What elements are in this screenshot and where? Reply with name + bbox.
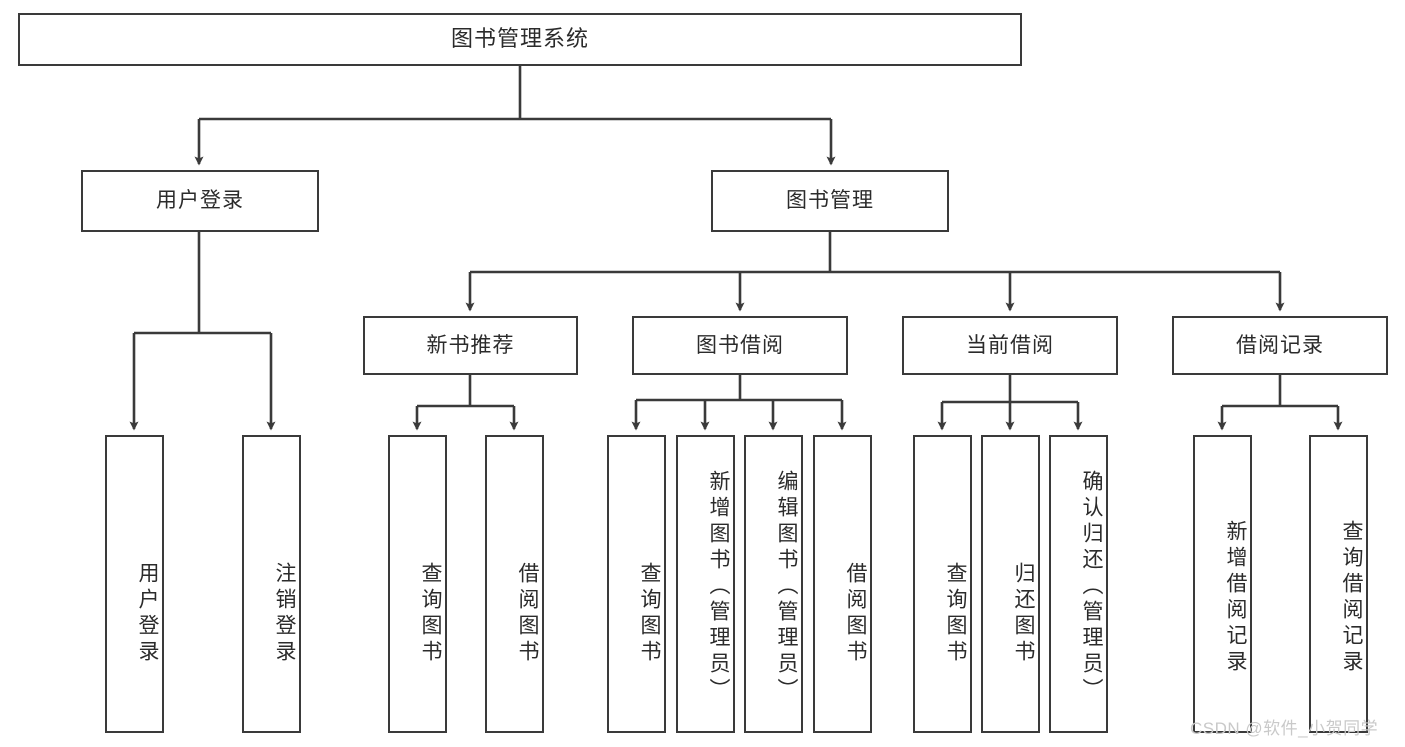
edges-bookmanage-to-level3 (465, 232, 1285, 312)
leaf-query-book-1[interactable]: 查询图书 (388, 435, 447, 733)
leaf-confirm-return[interactable]: 确认归还（管理员） (1049, 435, 1108, 733)
edges-borrowrecord-to-leaves (1217, 375, 1343, 431)
edges-currentborrow-to-leaves (937, 375, 1083, 431)
node-new-book-rec[interactable]: 新书推荐 (363, 316, 578, 375)
leaf-query-book-3[interactable]: 查询图书 (913, 435, 972, 733)
leaf-user-login[interactable]: 用户登录 (105, 435, 164, 733)
node-user-login[interactable]: 用户登录 (81, 170, 319, 232)
leaf-query-record[interactable]: 查询借阅记录 (1309, 435, 1368, 733)
leaf-borrow-book-1[interactable]: 借阅图书 (485, 435, 544, 733)
leaf-add-book[interactable]: 新增图书（管理员） (676, 435, 735, 733)
edges-root-to-level2 (194, 66, 836, 166)
node-root[interactable]: 图书管理系统 (18, 13, 1022, 66)
node-borrow-record[interactable]: 借阅记录 (1172, 316, 1388, 375)
node-book-manage[interactable]: 图书管理 (711, 170, 949, 232)
leaf-return-book[interactable]: 归还图书 (981, 435, 1040, 733)
edges-userlogin-to-leaves (129, 232, 276, 431)
leaf-edit-book[interactable]: 编辑图书（管理员） (744, 435, 803, 733)
edges-bookborrow-to-leaves (631, 375, 847, 431)
node-book-borrow[interactable]: 图书借阅 (632, 316, 848, 375)
edges-newbookrec-to-leaves (412, 375, 519, 431)
leaf-add-record[interactable]: 新增借阅记录 (1193, 435, 1252, 733)
leaf-logout[interactable]: 注销登录 (242, 435, 301, 733)
node-current-borrow[interactable]: 当前借阅 (902, 316, 1118, 375)
leaf-query-book-2[interactable]: 查询图书 (607, 435, 666, 733)
leaf-borrow-book-2[interactable]: 借阅图书 (813, 435, 872, 733)
